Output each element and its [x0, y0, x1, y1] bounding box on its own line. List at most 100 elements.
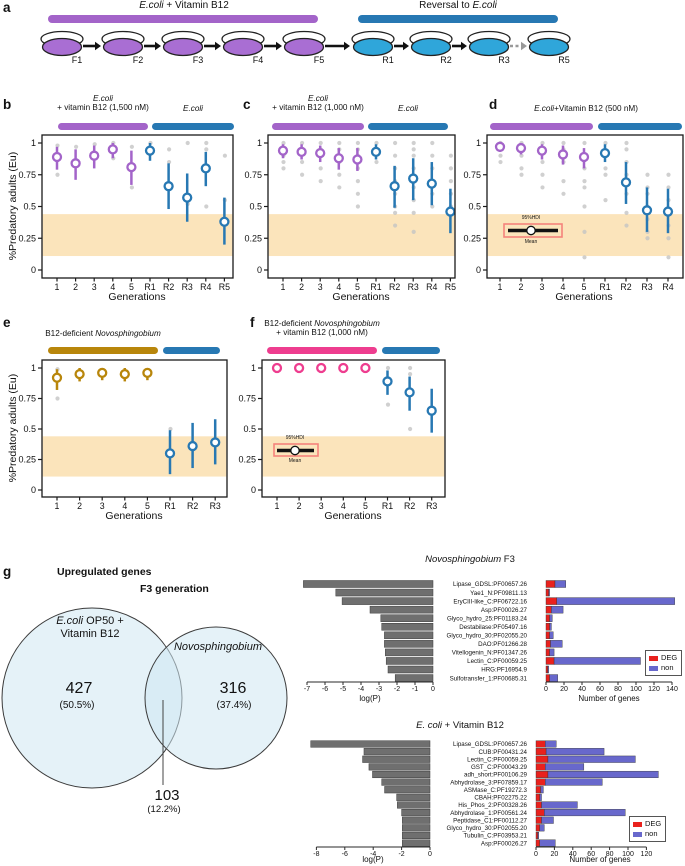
- dish-label: F5: [314, 55, 325, 65]
- venn-set1-count: 427: [65, 680, 93, 697]
- mean-marker: [293, 362, 305, 374]
- label-part: E. coli: [416, 720, 442, 731]
- non-bar: [544, 809, 626, 817]
- logp-bar: [303, 580, 434, 588]
- dish-label: R5: [558, 55, 570, 65]
- label-part: + vitamin B12 (1,500 nM): [57, 103, 149, 113]
- label-part: OP50 +: [83, 615, 124, 627]
- x-tick-label: R3: [641, 282, 652, 292]
- jitter-dot: [300, 172, 305, 177]
- label-part: + Vitamin B12: [441, 720, 504, 731]
- label-part: E.coli: [472, 0, 497, 11]
- label-part: B12-deficient: [264, 319, 315, 328]
- venn-set2-circle: [144, 626, 288, 770]
- jitter-dot: [430, 153, 435, 158]
- jitter-dot: [204, 147, 209, 152]
- x-tick-label: 5: [363, 501, 368, 511]
- axis-tick-label: 100: [622, 851, 634, 858]
- jitter-dot: [582, 204, 587, 209]
- jitter-dot: [300, 140, 305, 146]
- axis-tick-label: 60: [587, 851, 595, 858]
- y-tick-label: 0.25: [18, 233, 36, 243]
- mean-marker: [382, 376, 393, 387]
- label-part: Novosphingobium: [425, 554, 502, 565]
- row-label: Lipase_GDSL:PF00657.26: [453, 581, 528, 588]
- panel-e-letter: e: [3, 315, 11, 330]
- row-label: Glyco_hydro_30:PF02055.20: [447, 825, 528, 832]
- row-label: ASMase_C:PF19272.3: [464, 787, 528, 794]
- axis-tick-label: 120: [648, 686, 660, 693]
- transfer-arrow-head: [215, 41, 221, 51]
- row-label: CUB:PF00431.24: [479, 749, 528, 756]
- axis-tick-label: -2: [394, 686, 400, 693]
- non-bar: [545, 748, 605, 756]
- legend-non-label: non: [661, 663, 674, 672]
- mean-marker: [51, 151, 63, 163]
- enrich-bottom-legend: DEG non: [629, 816, 667, 842]
- y-tick-label: 0.25: [244, 233, 262, 243]
- mean-marker: [277, 145, 289, 156]
- jitter-dot: [355, 140, 360, 146]
- row-label: Asp:PF00026.27: [481, 607, 528, 614]
- jitter-dot: [603, 166, 608, 171]
- panel-c-group1-label: E.coli+ vitamin B12 (1,000 nM): [272, 94, 364, 113]
- jitter-dot: [519, 172, 524, 177]
- group2-bar: [598, 123, 682, 130]
- mean-marker: [164, 448, 176, 459]
- logp-bar: [402, 839, 431, 847]
- mean-marker: [51, 372, 63, 383]
- venn-heading: Upregulated genes: [57, 566, 152, 578]
- jitter-dot: [561, 179, 566, 184]
- row-label: Vitellogenin_N:PF01347.26: [452, 650, 528, 657]
- axis-tick-label: 40: [569, 851, 577, 858]
- group2-bar: [382, 347, 440, 354]
- venn-set1-percent: (50.5%): [59, 700, 95, 711]
- mean-marker: [296, 146, 307, 158]
- jitter-dot: [385, 365, 391, 371]
- row-label: Lectin_C:PF00059.25: [467, 658, 527, 665]
- hdi-legend-box: [273, 443, 319, 457]
- row-label: EryCIII-like_C:PF06722.16: [453, 598, 527, 605]
- mean-marker: [200, 163, 211, 174]
- axis-tick-label: -2: [398, 851, 404, 858]
- transfer-arrow-head: [521, 41, 527, 51]
- transfer-arrow-head: [95, 41, 101, 51]
- x-tick-label: 4: [341, 501, 346, 511]
- y-tick-label: 0: [31, 485, 36, 495]
- mean-marker: [404, 387, 415, 398]
- transfer-arrow-head: [155, 41, 161, 51]
- group1-bar: [272, 123, 364, 130]
- axis-tick-label: 40: [578, 686, 586, 693]
- x-tick-label: R2: [404, 501, 415, 511]
- panel-b-x-axis-label: Generations: [108, 291, 166, 303]
- label-part: B12-deficient: [45, 329, 96, 338]
- x-tick-label: R2: [389, 282, 400, 292]
- jitter-dot: [281, 166, 286, 171]
- x-tick-label: R5: [219, 282, 230, 292]
- row-label: His_Phos_2:PF00328.26: [458, 802, 527, 809]
- jitter-dot: [411, 210, 416, 215]
- non-bar: [549, 648, 555, 657]
- legend-deg-label: DEG: [645, 819, 662, 828]
- hdi-band: [42, 214, 233, 257]
- mean-marker: [142, 367, 153, 379]
- logp-bar: [387, 665, 434, 674]
- non-bar: [545, 778, 603, 786]
- label-part: Novosphingobium: [95, 329, 161, 338]
- x-tick-label: 3: [92, 282, 97, 292]
- y-tick-label: 0.75: [463, 170, 481, 180]
- row-label: Destabilase:PF05497.16: [459, 624, 527, 631]
- label-part: E.coli: [534, 104, 555, 113]
- x-tick-label: R1: [164, 501, 175, 511]
- jitter-dot: [624, 210, 629, 215]
- logp-bar: [385, 648, 434, 657]
- y-tick-label: 0.75: [244, 170, 262, 180]
- label-part: Novosphingobium: [173, 641, 263, 653]
- axis-tick-label: -6: [322, 686, 328, 693]
- non-swatch: [633, 831, 642, 837]
- logp-bar: [381, 778, 431, 786]
- non-bar: [539, 793, 542, 801]
- x-tick-label: 5: [129, 282, 134, 292]
- non-bar: [539, 839, 556, 847]
- phase2-title: Reversal to E.coli: [419, 0, 497, 12]
